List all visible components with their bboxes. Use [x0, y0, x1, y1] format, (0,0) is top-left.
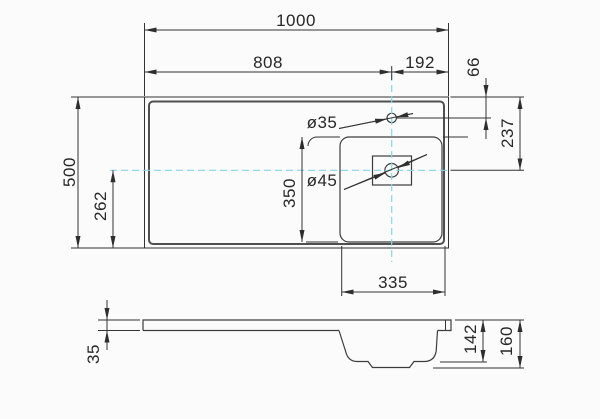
top-view-dimensions: 1000 808 192 66 237 500 262 350 335 ø35 — [60, 11, 524, 296]
dim-slab-thickness: 35 — [84, 344, 103, 364]
dim-overall-depth: 500 — [60, 157, 79, 187]
slab-profile — [142, 319, 452, 332]
basin-bowl-outline — [339, 136, 443, 243]
countertop-inner-edge — [148, 100, 445, 245]
dim-drain-hole-diameter: ø45 — [307, 171, 338, 190]
dim-right-section: 192 — [405, 53, 435, 72]
dim-centerline-front: 262 — [91, 191, 110, 221]
side-view-dimensions: 35 142 160 — [84, 300, 524, 369]
side-view — [142, 319, 452, 369]
countertop-outline — [144, 96, 449, 249]
dim-overall-width: 1000 — [276, 11, 316, 30]
dim-overall-height: 160 — [497, 326, 516, 356]
dim-left-section: 808 — [253, 53, 283, 72]
bowl-profile — [338, 330, 439, 369]
dim-tap-hole-diameter: ø35 — [307, 113, 338, 132]
top-view — [110, 74, 449, 262]
dim-drain-offset: 237 — [498, 118, 517, 148]
dim-bowl-width: 335 — [378, 273, 408, 292]
dim-bowl-depth: 350 — [280, 178, 299, 208]
dim-tap-offset: 66 — [464, 57, 483, 77]
dim-bowl-height: 142 — [461, 324, 480, 354]
